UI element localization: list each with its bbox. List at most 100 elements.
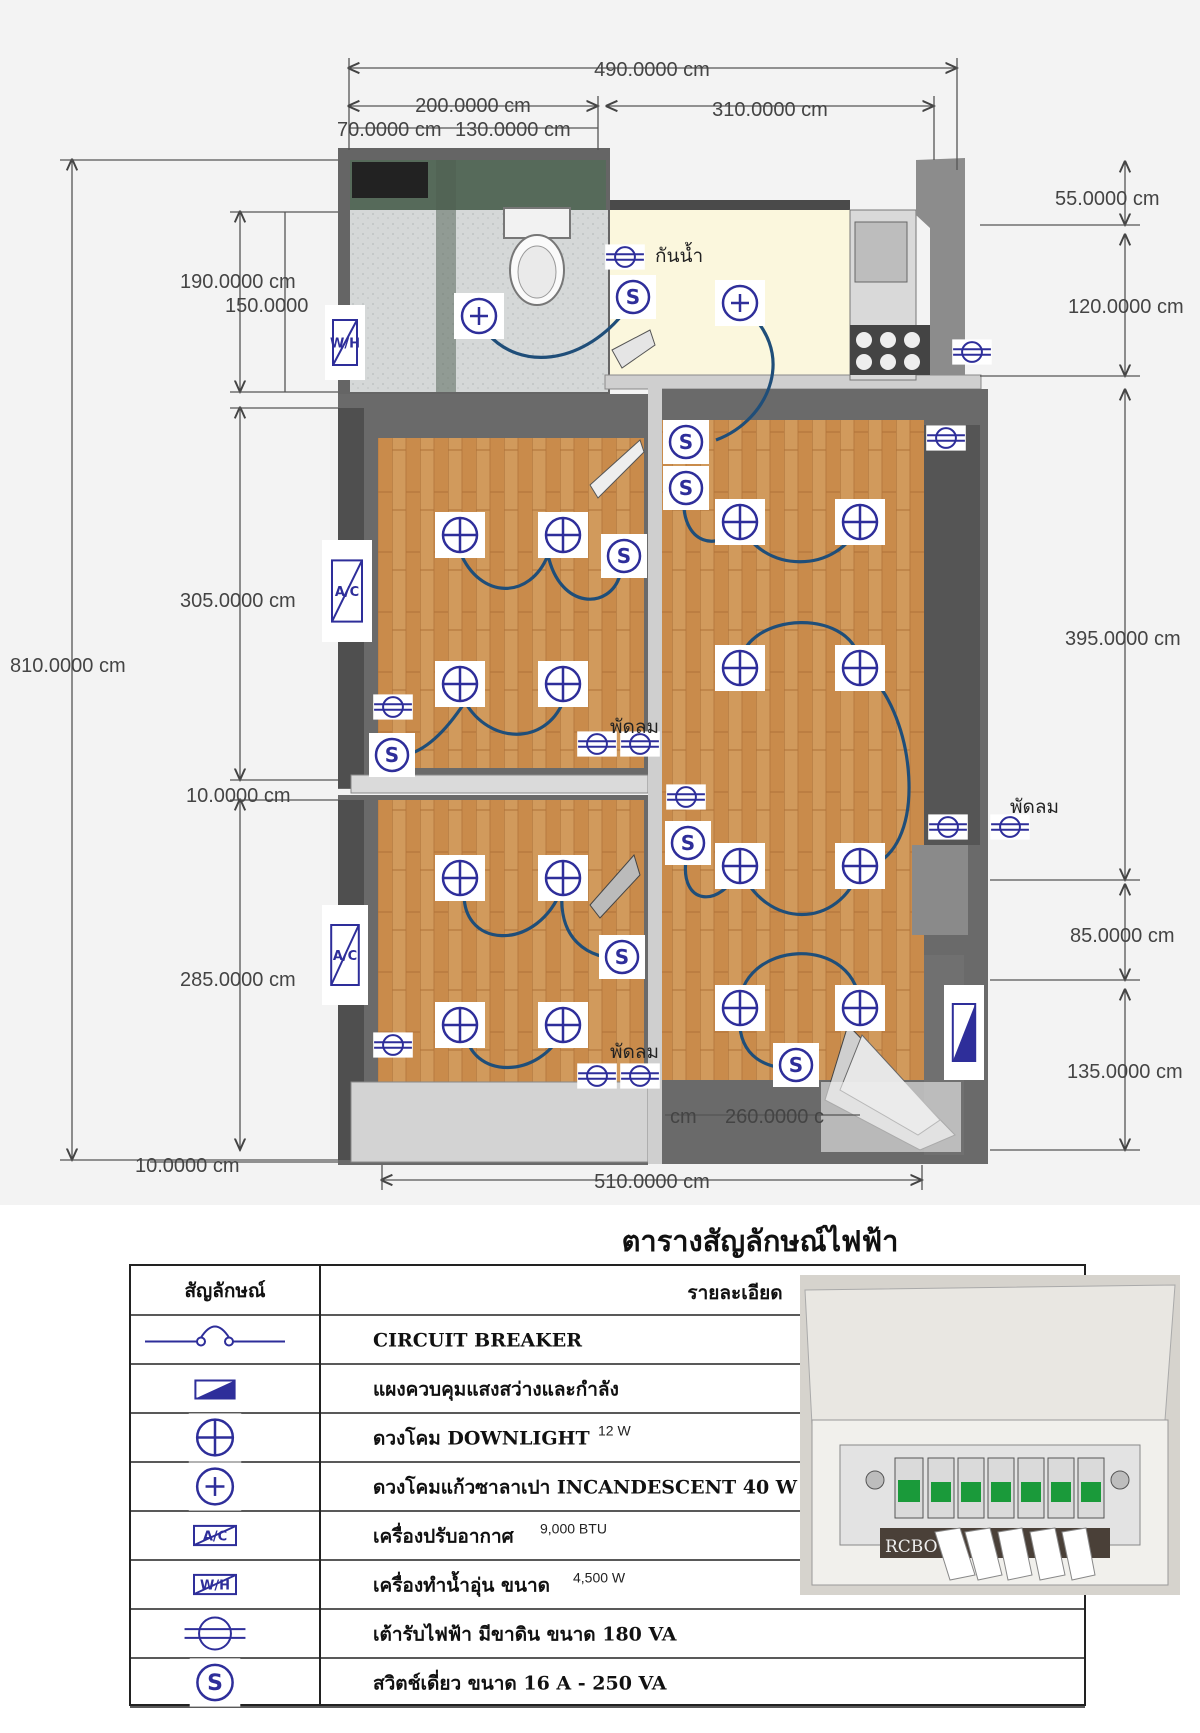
legend-row-text: ดวงโคมแก้วซาลาเปา INCANDESCENT 40 W — [373, 1476, 798, 1499]
dim-left-wall-mid: 10.0000 cm — [186, 785, 291, 807]
switch-icon: S — [663, 466, 709, 510]
dimension-labels: 490.0000 cm 200.0000 cm 310.0000 cm 70.0… — [10, 59, 1184, 1193]
water-heater-symbol: W/H — [325, 305, 365, 380]
air-conditioner-icon: A/C — [180, 1519, 250, 1552]
dim-right-mid: 85.0000 cm — [1070, 925, 1175, 947]
outlet-icon — [990, 814, 1030, 840]
downlight-icon — [538, 1002, 588, 1048]
downlight-icon — [715, 499, 765, 545]
legend-row-note: 9,000 BTU — [540, 1521, 607, 1537]
water-heater-symbol-text: W/H — [330, 337, 360, 352]
outlet-icon — [666, 784, 706, 810]
legend-row: CIRCUIT BREAKER — [145, 1325, 582, 1352]
dim-left-wall-bottom: 10.0000 cm — [135, 1155, 240, 1177]
switch-letter: S — [617, 544, 631, 568]
downlight-icon — [835, 499, 885, 545]
dim-right-bottom: 135.0000 cm — [1067, 1061, 1183, 1083]
legend-row: แผงควบคุมแสงสว่างและกำลัง — [180, 1374, 619, 1405]
dim-right-living: 395.0000 cm — [1065, 628, 1181, 650]
fan-label-3: พัดลม — [610, 1041, 659, 1063]
air-conditioner-symbol-text: A/C — [335, 585, 359, 600]
rcbo-label: RCBO — [885, 1537, 938, 1557]
outlet-icon — [373, 1032, 413, 1058]
legend-title: ตารางสัญลักษณ์ไฟฟ้า — [621, 1224, 899, 1258]
dim-left-room2: 285.0000 cm — [180, 969, 296, 991]
dimension-lines — [60, 58, 1140, 1190]
dim-left-bath: 190.0000 cm — [180, 271, 296, 293]
legend-row-text: ดวงโคม DOWNLIGHT — [373, 1427, 590, 1450]
dim-left-total: 810.0000 cm — [10, 655, 126, 677]
downlight-icon — [715, 843, 765, 889]
downlight-icon — [835, 843, 885, 889]
toilet-fixture — [503, 207, 571, 306]
legend-row-text: แผงควบคุมแสงสว่างและกำลัง — [373, 1379, 619, 1402]
incandescent-icon — [715, 280, 765, 326]
switch-icon: S — [369, 733, 415, 777]
legend-rows: CIRCUIT BREAKER แผงควบคุมแสงสว่างและกำลัง… — [145, 1325, 798, 1707]
building-walls — [338, 148, 988, 1165]
outlet-icon — [183, 1613, 247, 1654]
switch-letter: S — [679, 476, 693, 500]
dim-top-sub-a: 70.0000 cm — [337, 119, 442, 141]
dim-bottom-total: 510.0000 cm — [594, 1171, 710, 1193]
outlet-icon — [577, 731, 617, 757]
switch-letter: S — [681, 831, 695, 855]
downlight-icon — [835, 985, 885, 1031]
switch-icon: S — [610, 275, 656, 319]
switch-letter: S — [385, 743, 399, 767]
dim-top-left: 200.0000 cm — [415, 95, 531, 117]
legend-row-text: เต้ารับไฟฟ้า มีขาดิน ขนาด 180 VA — [373, 1623, 677, 1646]
dim-right-kitchen: 120.0000 cm — [1068, 296, 1184, 318]
switch-icon: S — [599, 935, 645, 979]
downlight-icon — [715, 645, 765, 691]
switch-icon: S — [189, 1658, 241, 1707]
switch-icon: S — [665, 821, 711, 865]
consumer-unit-photo: RCBO — [800, 1275, 1180, 1595]
air-conditioner-icon-text: A/C — [203, 1530, 227, 1545]
outlet-icon — [928, 814, 968, 840]
distribution-panel-icon — [180, 1374, 250, 1405]
legend-row-text: CIRCUIT BREAKER — [373, 1330, 582, 1352]
downlight-icon — [435, 512, 485, 558]
legend-row-note: 12 W — [598, 1423, 631, 1439]
dim-bottom-inner: 260.0000 c — [725, 1106, 824, 1128]
outlet-icon — [577, 1063, 617, 1089]
dim-top-right: 310.0000 cm — [712, 99, 828, 121]
legend-row-text: สวิตช์เดี่ยว ขนาด 16 A - 250 VA — [373, 1670, 667, 1695]
legend-row-text: เครื่องทำน้ำอุ่น ขนาด — [373, 1571, 550, 1598]
legend-row-text: เครื่องปรับอากาศ — [373, 1523, 515, 1548]
legend-row: ดวงโคมแก้วซาลาเปา INCANDESCENT 40 W — [188, 1462, 798, 1511]
legend-row: S สวิตช์เดี่ยว ขนาด 16 A - 250 VA — [189, 1658, 667, 1707]
switch-letter: S — [207, 1671, 223, 1696]
switch-letter: S — [789, 1053, 803, 1077]
fan-label-2: พัดลม — [1010, 796, 1059, 818]
legend-header-symbol: สัญลักษณ์ — [184, 1280, 265, 1302]
dim-top-total: 490.0000 cm — [594, 59, 710, 81]
legend-row: ดวงโคม DOWNLIGHT 12 W — [188, 1413, 631, 1462]
switch-letter: S — [679, 430, 693, 454]
dim-top-sub-b: 130.0000 cm — [455, 119, 571, 141]
switch-icon: S — [601, 534, 647, 578]
downlight-icon — [435, 1002, 485, 1048]
switch-letter: S — [626, 285, 640, 309]
circuit-breaker-icon — [145, 1325, 285, 1347]
legend-row: A/C เครื่องปรับอากาศ 9,000 BTU — [180, 1519, 607, 1552]
downlight-icon — [835, 645, 885, 691]
waterproof-label: กันน้ำ — [655, 242, 703, 267]
downlight-icon — [435, 855, 485, 901]
fan-label-1: พัดลม — [610, 716, 659, 738]
outlet-icon — [926, 425, 966, 451]
dim-bottom-inner-prefix: cm — [670, 1106, 697, 1128]
downlight-icon — [188, 1413, 242, 1462]
switch-icon: S — [773, 1043, 819, 1087]
dim-left-room1: 305.0000 cm — [180, 590, 296, 612]
distribution-panel-icon — [944, 985, 984, 1080]
dim-right-top: 55.0000 cm — [1055, 188, 1160, 210]
downlight-icon — [715, 985, 765, 1031]
switch-letter: S — [615, 945, 629, 969]
outlet-icon — [620, 1063, 660, 1089]
air-conditioner-symbol: A/C — [322, 540, 372, 642]
